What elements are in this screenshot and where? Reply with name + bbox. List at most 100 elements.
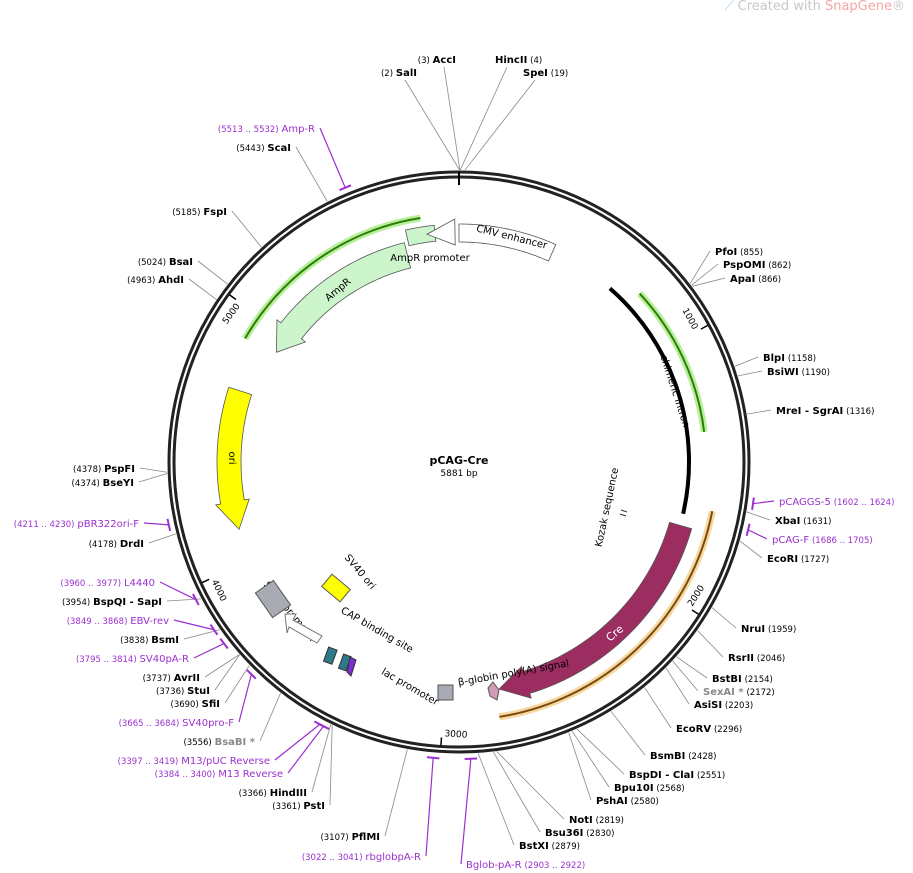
enzyme-site-label[interactable]: (5024) BsaI	[138, 257, 193, 268]
sv40-ori-feature[interactable]	[320, 573, 352, 603]
tick-label: 3000	[444, 729, 468, 740]
site-position: (2154)	[745, 675, 773, 685]
primer-label[interactable]: (3384 .. 3400) M13 Reverse	[155, 769, 283, 780]
primer-label[interactable]: (3022 .. 3041) rbglobpA-R	[302, 852, 421, 863]
enzyme-site-label[interactable]: HincII (4)	[495, 55, 542, 66]
enzyme-site-label[interactable]: MreI - SgrAI (1316)	[776, 406, 874, 417]
sv40-promoter-arrow[interactable]	[284, 613, 323, 644]
label-leader-line	[576, 728, 625, 775]
enzyme-site-label[interactable]: (3556) BsaBI *	[183, 737, 255, 748]
watermark-brand: SnapGene	[824, 0, 892, 14]
ori-feature[interactable]	[214, 386, 253, 530]
enzyme-site-label[interactable]: SexAI * (2172)	[703, 687, 775, 698]
site-name: SexAI *	[703, 687, 744, 698]
label-leader-line	[734, 356, 759, 367]
enzyme-site-label[interactable]: (3107) PflMI	[320, 832, 380, 843]
primer-site-mark	[209, 624, 219, 636]
site-position: (19)	[551, 69, 568, 79]
enzyme-site-label[interactable]: PfoI (855)	[715, 247, 763, 258]
enzyme-site-label[interactable]: NotI (2819)	[569, 815, 624, 826]
site-name: SalI	[396, 68, 417, 79]
watermark-prefix: Created with	[737, 0, 825, 14]
enzyme-site-label[interactable]: SpeI (19)	[523, 68, 568, 79]
label-leader-line	[443, 66, 461, 171]
enzyme-site-label[interactable]: BlpI (1158)	[763, 353, 816, 364]
primer-label[interactable]: (3665 .. 3684) SV40pro-F	[119, 718, 235, 729]
enzyme-site-label[interactable]: ApaI (866)	[730, 274, 781, 285]
site-name: FspI	[203, 207, 227, 218]
primer-label[interactable]: pCAG-F (1686 .. 1705)	[772, 535, 873, 546]
primer-label[interactable]: (3795 .. 3814) SV40pA-R	[76, 654, 189, 665]
cre-feature[interactable]	[498, 521, 693, 699]
site-name: HincII	[495, 55, 527, 66]
cmv-enhancer-feature[interactable]	[458, 223, 557, 262]
label-leader-line	[188, 278, 217, 300]
enzyme-site-label[interactable]: NruI (1959)	[741, 624, 796, 635]
enzyme-site-label[interactable]: (4374) BseYI	[72, 478, 134, 489]
enzyme-site-label[interactable]: AsiSI (2203)	[694, 700, 753, 711]
label-leader-line	[311, 724, 332, 793]
primer-label[interactable]: pCAGGS-5 (1602 .. 1624)	[779, 497, 894, 508]
enzyme-site-label[interactable]: (4178) DrdI	[89, 539, 144, 550]
enzyme-site-label[interactable]: (5185) FspI	[172, 207, 227, 218]
bglobin-polya-feature[interactable]	[437, 684, 454, 701]
enzyme-site-label[interactable]: (3366) HindIII	[239, 788, 307, 799]
enzyme-site-label[interactable]: EcoRV (2296)	[676, 724, 742, 735]
enzyme-site-label[interactable]: BstBI (2154)	[712, 674, 773, 685]
primer-label[interactable]: (5513 .. 5532) Amp-R	[218, 124, 315, 135]
bglobin-arrow-feature[interactable]	[487, 681, 500, 701]
site-name: PflMI	[352, 832, 380, 843]
site-position: (3795 .. 3814)	[76, 655, 137, 665]
cap-site-feature[interactable]	[322, 646, 338, 665]
primer-label[interactable]: (3397 .. 3419) M13/pUC Reverse	[118, 756, 270, 767]
enzyme-site-label[interactable]: Bpu10I (2568)	[614, 783, 685, 794]
label-leader-line	[224, 665, 250, 704]
enzyme-site-label[interactable]: (2) SalI	[381, 68, 417, 79]
promoter-arrow-feature[interactable]	[426, 218, 456, 246]
enzyme-site-label[interactable]: (3361) PstI	[272, 801, 325, 812]
site-name: DrdI	[120, 539, 144, 550]
enzyme-site-label[interactable]: XbaI (1631)	[775, 516, 831, 527]
enzyme-site-label[interactable]: (5443) ScaI	[236, 143, 291, 154]
enzyme-site-label[interactable]: EcoRI (1727)	[767, 554, 829, 565]
site-position: (3)	[418, 56, 430, 66]
label-leader-line	[689, 250, 711, 284]
site-position: (1727)	[801, 555, 829, 565]
lac-promoter-feature[interactable]	[346, 656, 357, 677]
enzyme-site-label[interactable]: (4963) AhdI	[127, 275, 184, 286]
enzyme-site-label[interactable]: (3838) BsmI	[120, 635, 179, 646]
primer-label[interactable]: Bglob-pA-R (2903 .. 2922)	[466, 860, 585, 871]
enzyme-site-label[interactable]: BsmBI (2428)	[650, 751, 716, 762]
primer-label[interactable]: (4211 .. 4230) pBR322ori-F	[14, 519, 139, 530]
primer-label[interactable]: (3960 .. 3977) L4440	[60, 578, 155, 589]
ampr-promoter-feature[interactable]	[404, 224, 437, 247]
site-name: BsiWI	[767, 367, 799, 378]
kozak-mark-2	[619, 513, 627, 517]
enzyme-site-label[interactable]: (3690) SfiI	[171, 699, 220, 710]
ampr-feature[interactable]	[276, 242, 412, 353]
enzyme-site-label[interactable]: (3954) BspQI - SapI	[62, 597, 162, 608]
enzyme-site-label[interactable]: BspDI - ClaI (2551)	[629, 770, 725, 781]
enzyme-site-label[interactable]: PshAI (2580)	[596, 796, 659, 807]
primer-label[interactable]: (3849 .. 3868) EBV-rev	[67, 616, 169, 627]
site-position: (4211 .. 4230)	[14, 520, 75, 530]
enzyme-site-label[interactable]: Bsu36I (2830)	[545, 828, 614, 839]
site-name: BsaI	[169, 257, 193, 268]
enzyme-site-label[interactable]: (3) AccI	[418, 55, 456, 66]
sv40-promoter-feature[interactable]	[254, 579, 292, 619]
site-name: M13/pUC Reverse	[181, 756, 270, 767]
enzyme-site-label[interactable]: (4378) PspFI	[73, 464, 135, 475]
enzyme-site-label[interactable]: BstXI (2879)	[519, 841, 580, 852]
site-position: (1686 .. 1705)	[812, 536, 873, 546]
enzyme-site-label[interactable]: (3736) StuI	[156, 686, 210, 697]
label-leader-line	[287, 725, 324, 774]
label-leader-line	[493, 751, 541, 833]
enzyme-site-label[interactable]: PspOMI (862)	[723, 260, 791, 271]
ampr-orf-line	[244, 217, 421, 340]
ampr-promoter-label: AmpR promoter	[390, 253, 470, 264]
enzyme-site-label[interactable]: (3737) AvrII	[143, 673, 200, 684]
enzyme-site-label[interactable]: RsrII (2046)	[728, 653, 785, 664]
site-position: (3838)	[120, 636, 148, 646]
enzyme-site-label[interactable]: BsiWI (1190)	[767, 367, 830, 378]
